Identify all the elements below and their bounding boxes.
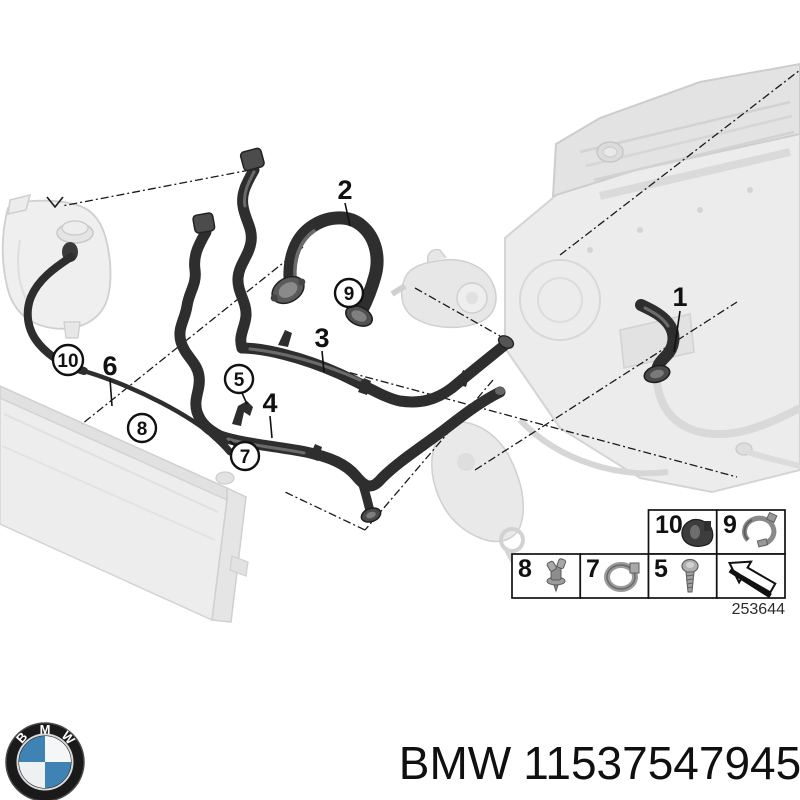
svg-text:9: 9 [344,284,355,305]
elbow-fitting-hose-3 [239,147,265,172]
legend-label-8: 8 [518,555,532,583]
logo-quadrant-white-bl [19,762,45,788]
end-fitting-hose-3 [497,335,515,349]
logo-letter-m: M [40,722,51,737]
part-number: 11537547945 [523,737,800,789]
rail-tab-2 [358,378,371,395]
end-cap-hose-4 [495,387,505,395]
legend-label-10: 10 [655,511,683,539]
screw-icon [681,558,699,593]
leader-lines [109,202,681,448]
ring-fitting-hose-4 [360,507,382,523]
elbow-fitting-hose-4 [192,212,216,234]
legend-label-7: 7 [586,555,600,583]
fittings [192,147,671,523]
logo-quadrant-blue-br [45,762,71,788]
callout-10: 10 [51,343,85,377]
rail-tab-1 [278,330,292,347]
fitting-hose-1 [643,364,671,384]
legend-label-9: 9 [723,511,737,539]
expanding-rivet-icon [546,558,567,593]
svg-text:8: 8 [137,419,148,440]
callout-1: 1 [672,282,687,312]
thermostat-ghost [390,248,497,329]
callout-2: 2 [337,175,352,205]
legend: 10 9 8 7 5 [511,509,786,599]
bmw-logo: B M W [5,722,85,800]
callout-7: 7 [229,440,261,472]
brand-text: BMW [399,737,512,789]
hose-3-wavy [232,164,260,354]
hose-2 [283,211,384,319]
callout-8: 8 [126,412,158,444]
svg-text:5: 5 [234,370,245,391]
plain-callouts: 1 2 3 4 6 [102,175,687,418]
radiator-ghost [0,385,249,623]
drawing-number: 253644 [732,601,785,618]
bracket-part-5 [232,401,253,426]
svg-text:7: 7 [240,447,251,468]
rail-tab-4 [309,444,322,461]
logo-quadrant-white-tr [45,736,71,762]
direction-arrow-icon [727,560,777,599]
callout-3: 3 [314,323,329,353]
connector-v-arrow [46,196,64,209]
callout-5: 5 [223,363,255,395]
callout-6: 6 [102,351,117,381]
ghost-hoses-right [653,381,800,469]
flange-hose-2 [270,275,306,305]
hose-4-wavy [174,226,226,442]
clamp-hose-2 [345,305,373,327]
callout-9: 9 [333,277,365,309]
rubber-grommet-icon [681,518,714,547]
callout-4: 4 [262,388,277,418]
svg-text:10: 10 [57,351,78,372]
pipe-clamp-icon [742,511,778,548]
mount-bracket-ghost [431,420,525,571]
rail-tab-3 [457,370,470,387]
circled-callouts: 5 7 8 9 10 [51,277,365,472]
logo-quadrant-blue-tl [19,736,45,762]
legend-label-5: 5 [654,555,668,583]
hose-clamp-band-icon [604,562,640,592]
